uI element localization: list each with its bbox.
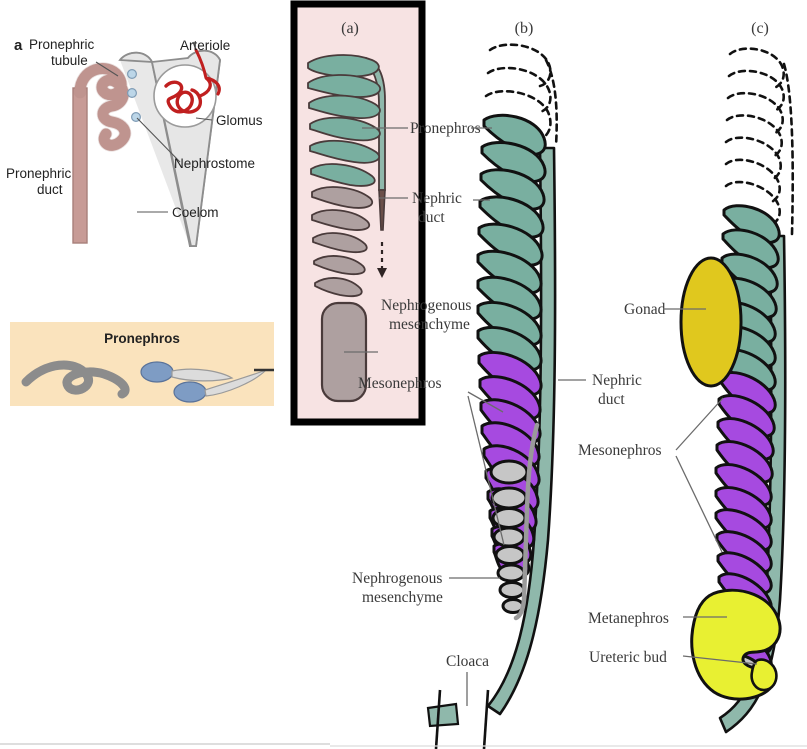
tadpole-tail xyxy=(171,368,234,382)
cloaca-line-left xyxy=(434,689,442,749)
leader-glomus xyxy=(195,117,213,121)
leader-nephrostome xyxy=(136,117,181,163)
label-pronephric-duct-line1: Pronephric xyxy=(6,166,72,181)
panel-b: (b) xyxy=(426,20,586,749)
label-nephrogenous-lower-line2: mesenchyme xyxy=(362,589,443,606)
label-nephrostome: Nephrostome xyxy=(174,156,255,171)
glomus-shape xyxy=(164,80,203,114)
pronephric-tubule-shape-outline xyxy=(73,62,132,152)
panel-a-growth-arrow-head xyxy=(377,268,387,278)
leader-ureteric-bud xyxy=(682,655,758,665)
label-nephric-duct-centre-line2: duct xyxy=(418,209,445,226)
label-pronephros-centre: Pronephros xyxy=(410,120,481,137)
label-cloaca: Cloaca xyxy=(446,653,489,670)
glomus-capsule xyxy=(153,64,217,128)
panel-b-label: (b) xyxy=(515,20,534,37)
cloaca-segment-left xyxy=(426,702,460,728)
label-nephrogenous-centre-line2: mesenchyme xyxy=(389,316,470,333)
leader-panel-b-mesonephros-bottom xyxy=(467,395,505,546)
leader-pronephric-tubule xyxy=(95,61,119,77)
leader-panel-c-mesonephros-bottom xyxy=(675,455,723,553)
inset-a-nephron-anatomy: a Pronephric tubule Arteriole Glomus Nep… xyxy=(6,37,263,247)
panel-c-label: (c) xyxy=(751,20,769,37)
panel-b-cloaca xyxy=(426,672,490,749)
tadpole-body xyxy=(140,361,174,383)
gonad-shape xyxy=(679,256,743,388)
tadpole-body xyxy=(173,381,207,403)
pronephric-duct-shape xyxy=(72,87,88,244)
label-mesonephros-centre: Mesonephros xyxy=(358,375,442,392)
inset-letter-a: a xyxy=(14,37,23,54)
label-mesonephros-right: Mesonephros xyxy=(578,442,662,459)
panel-c-degenerating-pronephros xyxy=(724,47,795,236)
label-glomus: Glomus xyxy=(216,113,263,128)
organism-panel: Pronephros xyxy=(10,322,274,406)
ureteric-bud-shape xyxy=(750,658,778,692)
organism-panel-title: Pronephros xyxy=(104,331,180,346)
leader-panel-b-mesonephros-top xyxy=(467,391,504,413)
leader-panel-c-mesonephros-top xyxy=(675,397,724,451)
centre-labels: Pronephros Nephric duct Nephrogenous mes… xyxy=(352,120,489,670)
cloaca-line-right xyxy=(482,689,490,749)
label-gonad: Gonad xyxy=(624,301,666,318)
lamprey-shape xyxy=(21,360,130,399)
panel-c: (c) xyxy=(663,20,795,734)
label-nephric-duct-centre-line1: Nephric xyxy=(412,190,462,207)
label-nephrogenous-centre-line1: Nephrogenous xyxy=(381,297,471,314)
panel-a-label: (a) xyxy=(341,20,359,37)
panel-a-pronephros-tubules xyxy=(307,54,382,187)
pronephric-tubule-shape xyxy=(74,63,131,151)
label-nephric-duct-right-line1: Nephric xyxy=(592,372,642,389)
label-arteriole: Arteriole xyxy=(180,38,230,53)
panel-a-nephrogenous-tubules xyxy=(311,186,374,298)
nephrostome-icon xyxy=(126,68,137,79)
arteriole-stem xyxy=(194,48,208,80)
label-pronephric-duct-line2: duct xyxy=(37,182,63,197)
panel-a: (a) xyxy=(290,0,426,426)
panel-b-nephrogenous-ovals xyxy=(489,422,540,621)
panel-b-degenerating-pronephros xyxy=(484,43,558,148)
label-pronephric-tubule-line1: Pronephric xyxy=(29,37,95,52)
label-ureteric-bud: Ureteric bud xyxy=(589,649,667,666)
label-pronephric-tubule-line2: tubule xyxy=(51,53,88,68)
panel-a-duct-tip xyxy=(378,189,386,231)
label-nephric-duct-right-line2: duct xyxy=(598,391,625,408)
label-nephrogenous-lower-line1: Nephrogenous xyxy=(352,570,442,587)
nephrostome-icon xyxy=(126,87,137,98)
panel-b-nephric-duct xyxy=(486,146,557,716)
leader-arteriole xyxy=(192,41,197,51)
label-coelom: Coelom xyxy=(172,205,219,220)
label-metanephros: Metanephros xyxy=(588,610,669,627)
panel-b-pronephros-tubules xyxy=(476,113,547,372)
panel-b-duct-remnant xyxy=(513,422,540,621)
right-labels: Nephric duct Mesonephros Gonad Metanephr… xyxy=(578,301,669,666)
